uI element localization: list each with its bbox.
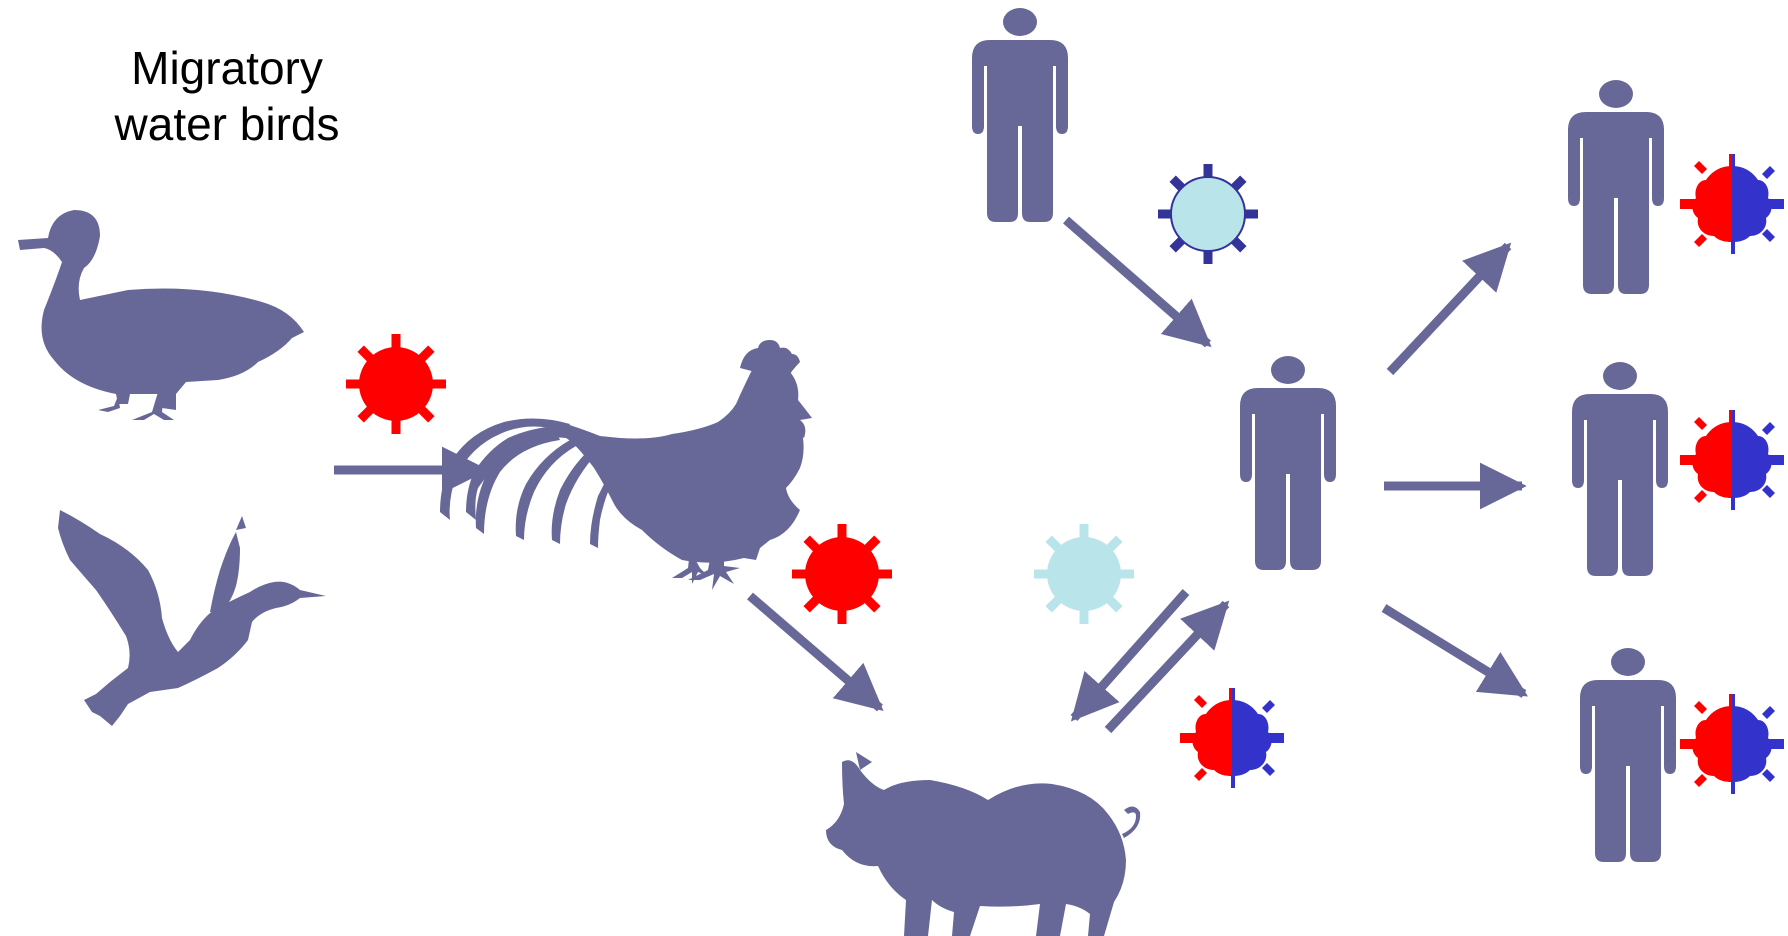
avian-virus-icon-1: [346, 334, 446, 434]
person-icon-source: [972, 8, 1068, 222]
human-virus-icon: [1158, 164, 1258, 264]
person-icon-mid-right: [1572, 362, 1668, 576]
person-icon-top-right: [1568, 80, 1664, 294]
arrow-center-to-bottom-right: [1384, 608, 1524, 694]
person-icon-bottom-right: [1580, 648, 1676, 862]
human-virus-light-icon: [1034, 524, 1134, 624]
person-icon-center: [1240, 356, 1336, 570]
arrow-center-to-top-right: [1390, 246, 1508, 372]
flying-duck-icon: [58, 510, 326, 726]
reassortant-virus-icon-mid: [1680, 410, 1784, 510]
avian-virus-icon-2: [792, 524, 892, 624]
reassortant-virus-icon-top: [1680, 154, 1784, 254]
pig-icon: [826, 752, 1140, 936]
duck-icon: [18, 210, 304, 420]
reassortant-virus-icon-bottom: [1680, 694, 1784, 794]
arrow-rooster-to-pig: [750, 596, 880, 708]
rooster-icon: [440, 340, 812, 590]
arrow-center-to-pig: [1074, 592, 1186, 718]
reassortant-virus-icon-pig: [1180, 688, 1284, 788]
